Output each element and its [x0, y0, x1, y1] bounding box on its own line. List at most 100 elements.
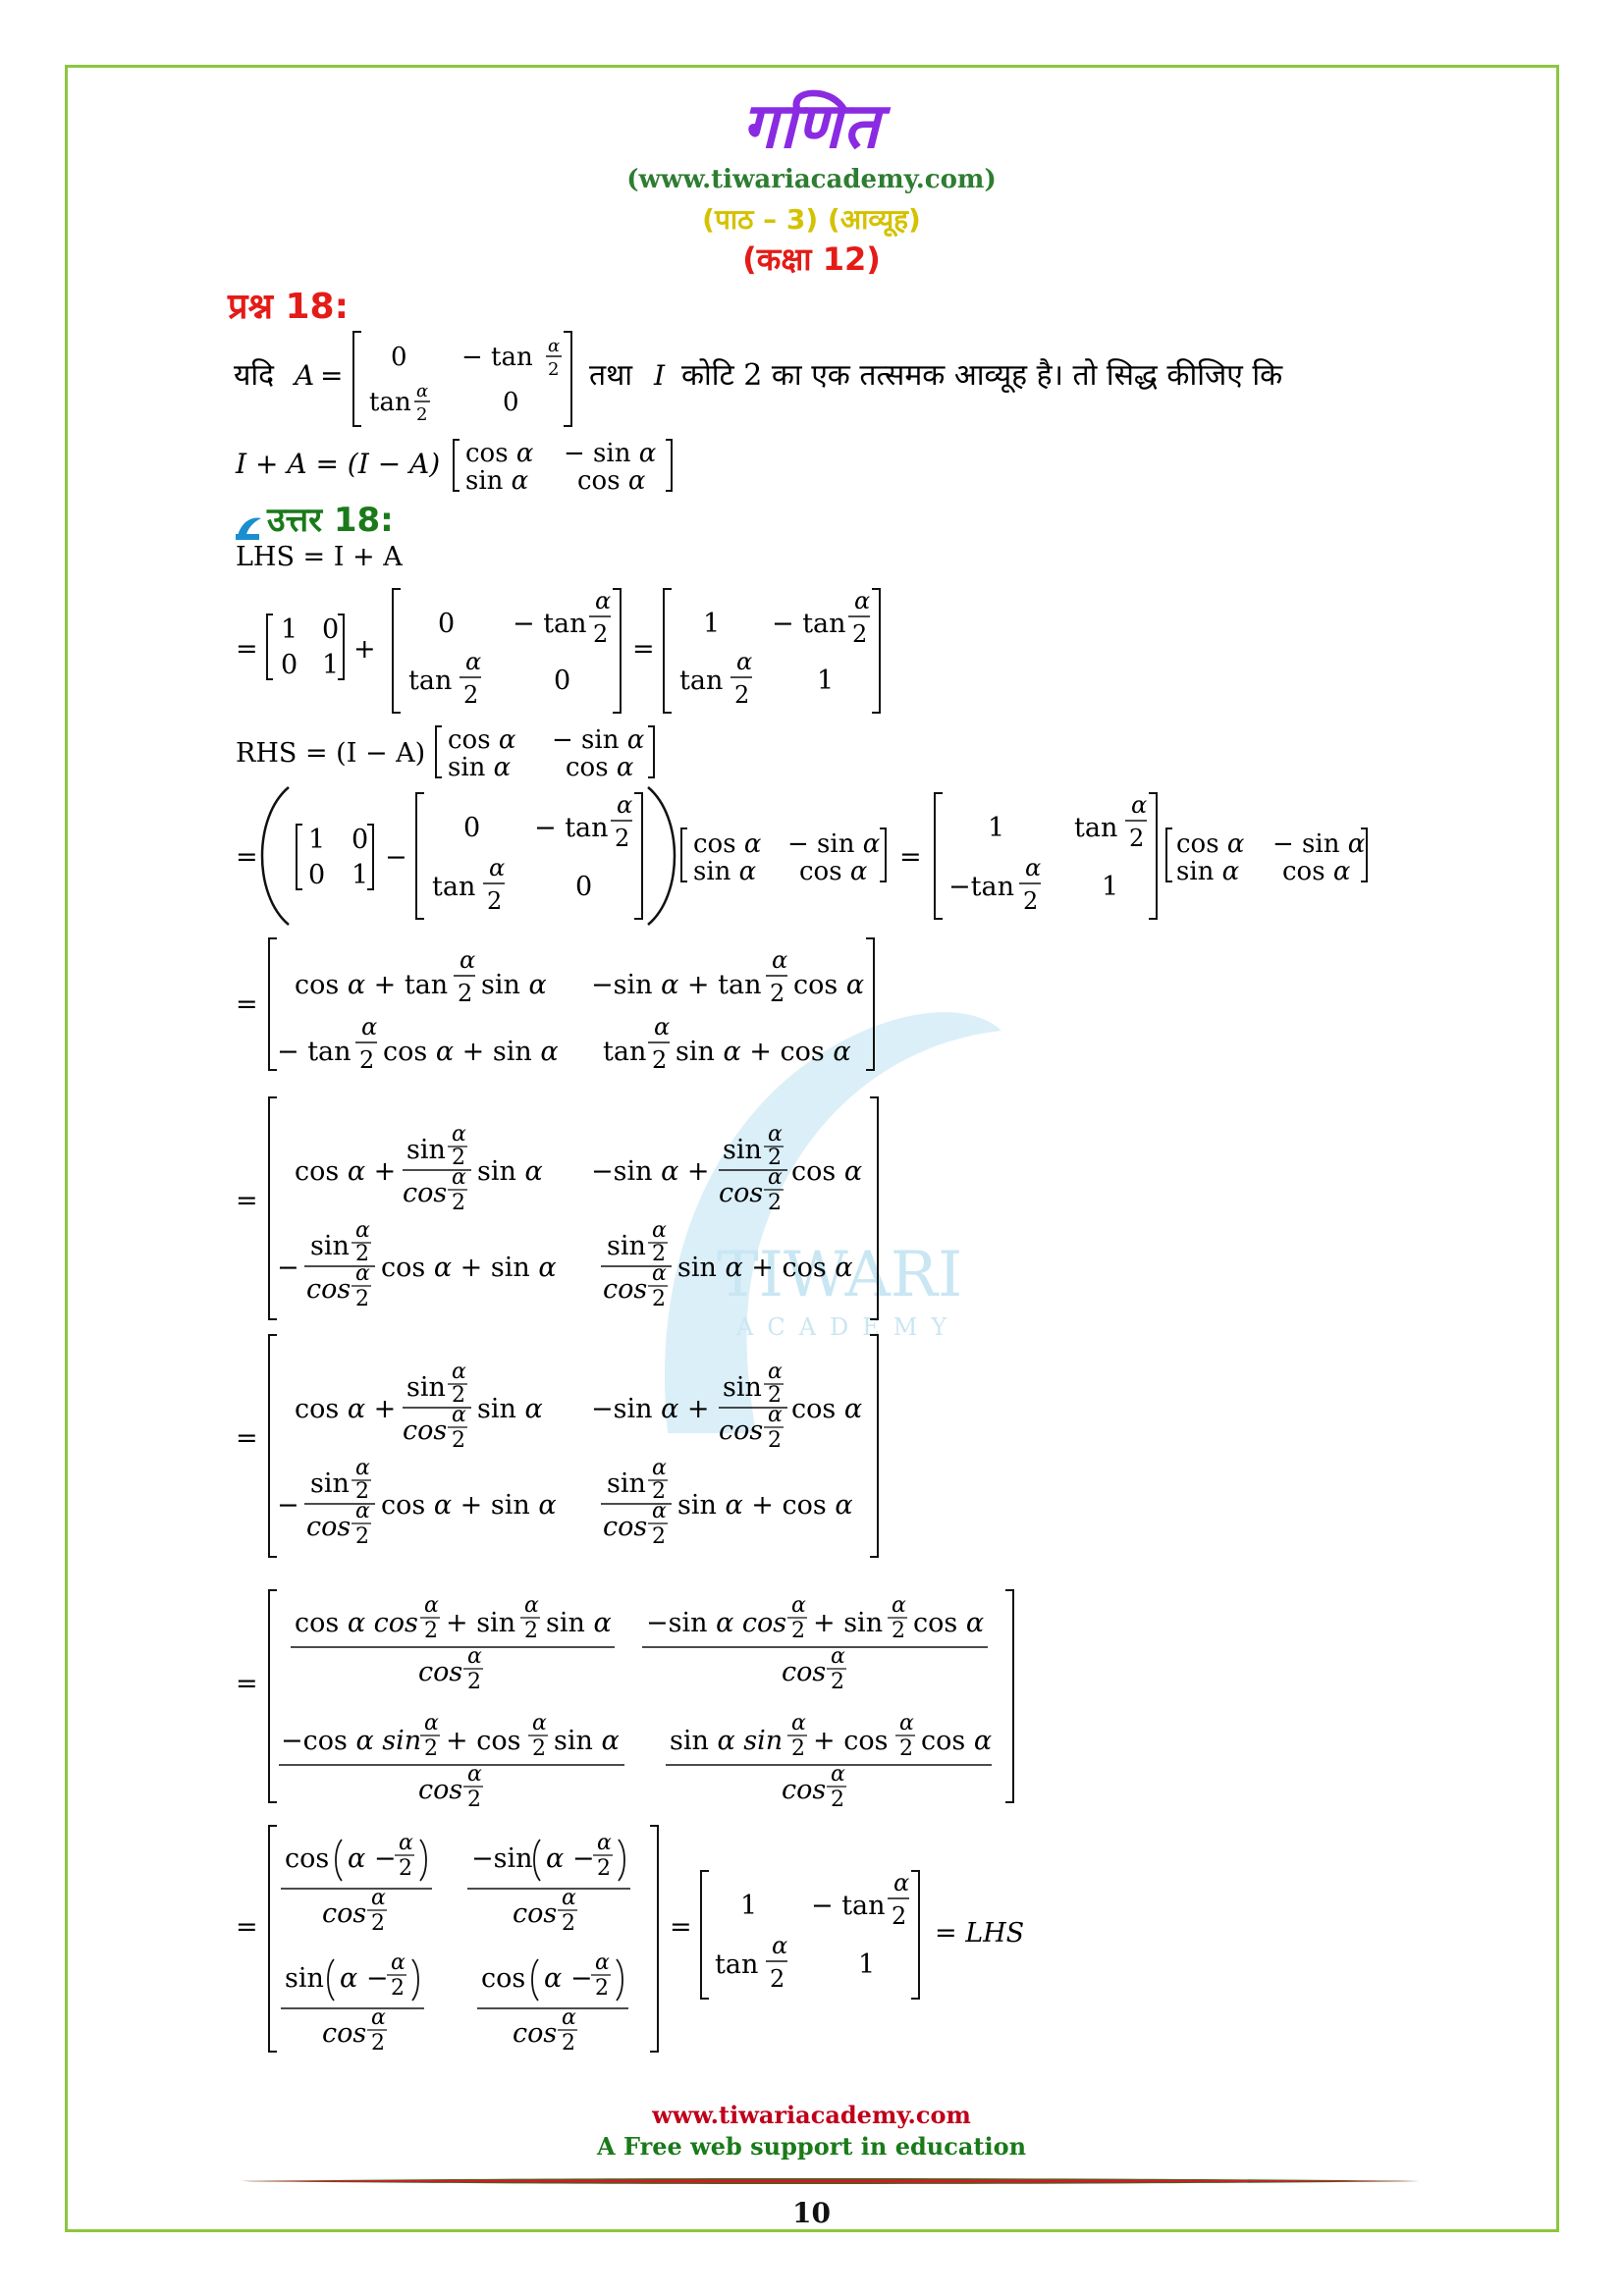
svg-text:1: 1	[858, 1949, 875, 1980]
svg-text:2: 2	[562, 1911, 575, 1936]
svg-text:α: α	[791, 1711, 806, 1735]
svg-text:2: 2	[355, 1479, 369, 1504]
svg-text:α: α	[465, 648, 481, 675]
svg-text:2: 2	[652, 1242, 666, 1266]
svg-text:α: α	[652, 1218, 667, 1243]
svg-text:cos α: cos α	[577, 466, 646, 496]
svg-text:−tan: −tan	[948, 872, 1014, 902]
svg-text:α −: α −	[544, 1963, 592, 1994]
svg-text:2: 2	[532, 1736, 546, 1761]
svg-text:1: 1	[817, 666, 834, 696]
svg-text:− tan: − tan	[811, 1891, 886, 1921]
question-tatha: तथा	[589, 358, 633, 393]
svg-text:α: α	[768, 1360, 783, 1384]
svg-text:cos α: cos α	[1176, 829, 1245, 859]
svg-text:2: 2	[1023, 887, 1038, 915]
svg-text:cos: cos	[403, 1178, 447, 1208]
svg-text:cos: cos	[306, 1274, 351, 1305]
svg-text:tan: tan	[679, 666, 723, 696]
svg-text:α: α	[654, 1013, 670, 1041]
svg-text:cos α: cos α	[921, 1726, 992, 1756]
svg-text:=: =	[236, 1186, 258, 1216]
answer-lhs-line: LHS = I + A	[236, 542, 403, 572]
svg-text:α: α	[892, 1593, 906, 1618]
svg-text:α: α	[532, 1711, 547, 1735]
svg-text:α: α	[854, 587, 870, 614]
svg-text:+ sin: + sin	[446, 1608, 515, 1638]
svg-text:2: 2	[355, 1287, 369, 1311]
svg-text:tan: tan	[603, 1037, 646, 1067]
svg-text:2: 2	[487, 887, 502, 915]
svg-text:α: α	[768, 1403, 783, 1427]
svg-text:sin: sin	[406, 1372, 446, 1403]
svg-text:sin: sin	[285, 1963, 324, 1994]
svg-text:α: α	[831, 1644, 845, 1669]
svg-text:−: −	[277, 1490, 299, 1521]
svg-text:+ cos: + cos	[446, 1726, 520, 1756]
svg-text:2: 2	[593, 620, 608, 648]
svg-text:α: α	[452, 1165, 466, 1190]
svg-text:=: =	[236, 1423, 258, 1454]
svg-text:2: 2	[652, 1524, 666, 1549]
svg-text:sin α + cos α: sin α + cos α	[677, 1253, 853, 1283]
answer-rhs-line: RHS = (I − A)	[236, 738, 425, 769]
svg-text:α: α	[652, 1456, 667, 1480]
svg-text:− tan: − tan	[772, 609, 846, 639]
svg-text:cos: cos	[782, 1775, 826, 1805]
svg-text:cos: cos	[719, 1178, 763, 1208]
svg-text:2: 2	[768, 1146, 782, 1170]
svg-text:sin: sin	[310, 1468, 350, 1499]
svg-text:sin α: sin α	[477, 1156, 543, 1187]
svg-text:α: α	[424, 1711, 439, 1735]
svg-text:=: =	[236, 842, 258, 873]
svg-text:cos α + sin α: cos α + sin α	[383, 1037, 559, 1067]
svg-text:1: 1	[703, 609, 720, 639]
svg-text:cos: cos	[782, 1657, 826, 1687]
svg-text:cos: cos	[403, 1415, 447, 1446]
svg-text:1: 1	[1102, 872, 1118, 902]
svg-text:α: α	[489, 854, 505, 881]
svg-text:2: 2	[615, 825, 629, 852]
svg-text:sin α: sin α	[1176, 857, 1240, 886]
svg-text:2: 2	[355, 1524, 369, 1549]
svg-text:− sin α: − sin α	[787, 829, 881, 859]
svg-text:sin: sin	[607, 1468, 646, 1499]
svg-text:=: =	[899, 842, 922, 873]
svg-text:2: 2	[391, 1976, 405, 2001]
svg-text:−sin α +: −sin α +	[591, 1156, 710, 1187]
svg-text:−cos α sin: −cos α sin	[281, 1726, 421, 1756]
svg-text:α: α	[772, 946, 787, 974]
svg-text:α: α	[355, 1456, 370, 1480]
svg-text:0: 0	[463, 813, 480, 843]
svg-text:− tan: − tan	[461, 343, 533, 372]
svg-text:2: 2	[899, 1736, 913, 1761]
svg-text:−sin α cos: −sin α cos	[646, 1608, 786, 1638]
svg-text:α: α	[595, 1950, 610, 1975]
svg-text:cos: cos	[481, 1963, 525, 1994]
svg-text:−: −	[385, 842, 407, 873]
svg-text:α −: α −	[340, 1963, 388, 1994]
tiwari-logo-icon	[236, 509, 263, 540]
svg-text:sin α: sin α	[477, 1394, 543, 1424]
svg-text:2: 2	[831, 1788, 844, 1812]
svg-text:sin α: sin α	[546, 1608, 612, 1638]
svg-text:tan: tan	[1074, 813, 1117, 843]
svg-text:α: α	[1131, 791, 1147, 819]
svg-text:−: −	[277, 1253, 299, 1283]
svg-text:2: 2	[791, 1736, 805, 1761]
svg-text:− sin α: − sin α	[1272, 829, 1366, 859]
svg-text:=: =	[236, 1912, 258, 1943]
page-title: गणित	[741, 90, 882, 163]
svg-text:2: 2	[768, 1428, 782, 1453]
svg-text:1: 1	[352, 860, 368, 890]
svg-text:2: 2	[852, 620, 867, 648]
svg-text:2: 2	[562, 2031, 575, 2056]
svg-text:2: 2	[1129, 825, 1144, 852]
svg-text:1: 1	[308, 825, 325, 855]
svg-text:α: α	[617, 791, 632, 819]
svg-text:1: 1	[322, 650, 339, 680]
svg-text:sin: sin	[406, 1135, 446, 1165]
svg-text:cos α + sin α: cos α + sin α	[381, 1253, 557, 1283]
svg-text:−sin: −sin	[471, 1843, 533, 1874]
svg-text:α: α	[899, 1711, 914, 1735]
